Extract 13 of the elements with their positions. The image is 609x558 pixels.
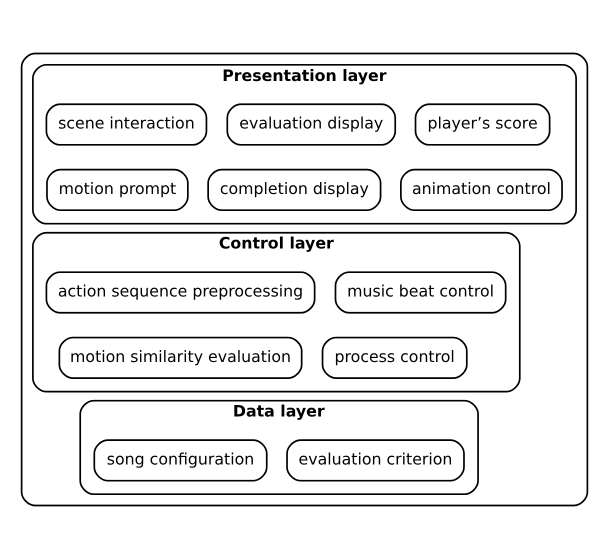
node-box: scene interaction [46, 102, 208, 146]
node-box: motion prompt [46, 168, 189, 211]
node-box: evaluation criterion [286, 438, 465, 482]
node-box: completion display [207, 168, 382, 211]
node-box: evaluation display [226, 102, 396, 146]
node-box: action sequence preprocessing [46, 270, 316, 314]
node-box: animation control [400, 168, 563, 211]
node-box: player’s score [414, 102, 550, 146]
cluster [20, 52, 588, 506]
node-box: process control [322, 336, 468, 378]
node-box: music beat control [334, 270, 507, 314]
node-box: motion similarity evaluation [58, 336, 303, 378]
node-box: song configuration [93, 438, 268, 482]
